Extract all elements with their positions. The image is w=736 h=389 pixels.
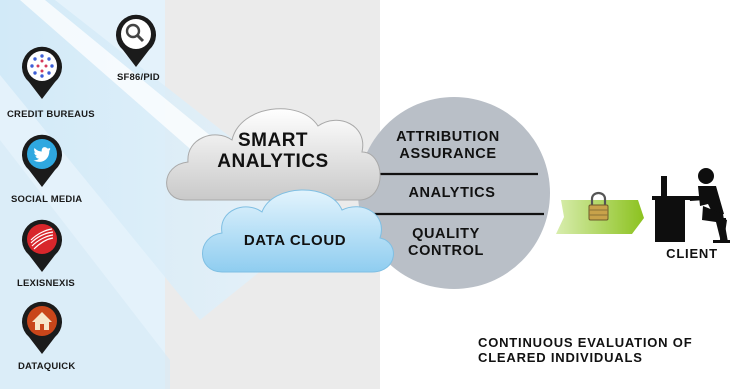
analytics-label: ANALYTICS [408, 185, 496, 201]
smart-analytics-label: SMART ANALYTICS [217, 130, 329, 172]
data-beam-highlight [20, 0, 240, 175]
source-pin-dataquick [19, 297, 65, 355]
source-pin-sf86 [113, 10, 159, 68]
attribution-assurance-label: ATTRIBUTION ASSURANCE [396, 129, 500, 162]
house-icon [32, 312, 52, 330]
client-label: CLIENT [666, 246, 718, 261]
magnifier-icon [125, 23, 145, 43]
dotted-circle-icon [30, 54, 54, 78]
process-circle [358, 97, 550, 289]
quality-control-label: QUALITY CONTROL [408, 226, 484, 259]
data-cloud [202, 189, 394, 273]
padlock-icon [588, 191, 609, 221]
source-label-lexisnexis: LEXISNEXIS [17, 278, 75, 289]
source-label-dataquick: DATAQUICK [18, 361, 76, 372]
source-label-social-media: SOCIAL MEDIA [11, 194, 83, 205]
source-pin-lexisnexis [19, 215, 65, 273]
data-cloud-label: DATA CLOUD [243, 232, 347, 249]
twitter-bird-icon [33, 147, 51, 162]
source-pin-social-media [19, 130, 65, 188]
caption: CONTINUOUS EVALUATION OF CLEARED INDIVID… [478, 335, 693, 365]
source-pin-credit-bureaus [19, 42, 65, 100]
source-label-sf86: SF86/PID [117, 72, 160, 83]
source-label-credit-bureaus: CREDIT BUREAUS [7, 109, 95, 120]
client-at-desk-icon [652, 168, 730, 243]
lexisnexis-icon [30, 228, 54, 250]
smart-analytics-cloud [166, 108, 381, 201]
